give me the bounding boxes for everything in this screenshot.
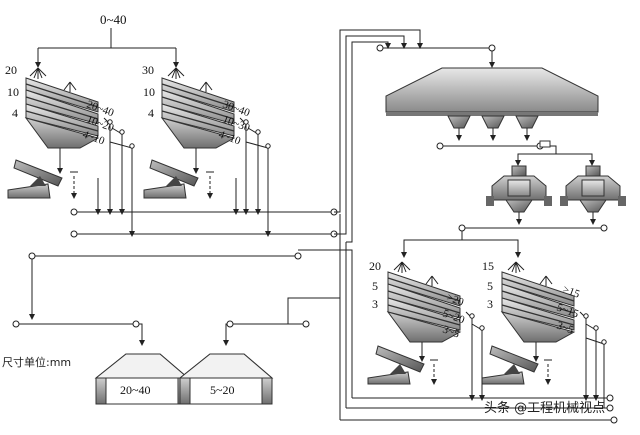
screen1-size-mid: 10 bbox=[7, 85, 19, 99]
screen3-output-1: >20 bbox=[445, 292, 466, 309]
vibrating-screen-2: 30 10 4 30~40 10~30 4~10 bbox=[142, 63, 252, 199]
screen3-size-mid: 5 bbox=[372, 279, 378, 293]
screen4-output-1: >15 bbox=[561, 284, 582, 301]
screen2-size-top: 30 bbox=[142, 63, 154, 77]
crusher-2 bbox=[560, 165, 626, 213]
silo-outlets bbox=[447, 115, 539, 141]
classifier-2 bbox=[143, 159, 214, 199]
screen3-size-top: 20 bbox=[369, 259, 381, 273]
feed-spray-icon bbox=[167, 67, 213, 92]
crusher-discharge-lines bbox=[401, 212, 608, 258]
feed-split-lines bbox=[35, 28, 179, 68]
conveyor-to-crushers bbox=[436, 140, 595, 166]
return-conveyor-loop bbox=[334, 29, 496, 243]
screen1-size-bottom: 4 bbox=[12, 106, 18, 120]
stockpile-left-label: 20~40 bbox=[120, 383, 151, 397]
conveyor-lower bbox=[28, 252, 302, 320]
vibrating-screen-3: 20 5 3 >20 5~20 3~5 bbox=[367, 259, 467, 385]
screen2-size-bottom: 4 bbox=[148, 106, 154, 120]
cone-crusher-silo bbox=[385, 67, 599, 141]
classifier-1 bbox=[7, 159, 78, 199]
conveyor-upper bbox=[70, 178, 338, 216]
classifier-4 bbox=[481, 345, 552, 385]
feed-spray-icon bbox=[29, 67, 77, 92]
unit-note: 尺寸单位:mm bbox=[2, 355, 71, 369]
screen1-size-top: 20 bbox=[5, 63, 17, 77]
screen3-size-bottom: 3 bbox=[372, 297, 378, 311]
screen4-size-bottom: 3 bbox=[487, 297, 493, 311]
feed-spray-icon bbox=[507, 261, 553, 286]
crusher-1 bbox=[486, 165, 552, 213]
classifier-3 bbox=[367, 345, 438, 385]
vibrating-screen-1: 20 10 4 20~40 10~20 4~10 bbox=[5, 63, 116, 199]
screen2-size-mid: 10 bbox=[143, 85, 155, 99]
screen4-size-mid: 5 bbox=[487, 279, 493, 293]
screen4-size-top: 15 bbox=[482, 259, 494, 273]
vibrating-screen-4: 15 5 3 >15 5~15 3~5 bbox=[481, 259, 582, 385]
lower-right-lines bbox=[298, 214, 618, 424]
stockpile-conveyors bbox=[12, 297, 341, 420]
stockpile-right-label: 5~20 bbox=[210, 383, 235, 397]
screen4-output-3: 3~5 bbox=[555, 320, 576, 337]
screen3-output-3: 3~5 bbox=[441, 324, 462, 341]
feed-spray-icon bbox=[393, 261, 439, 286]
feed-size-label: 0~40 bbox=[100, 12, 127, 27]
watermark: 头条 @工程机械视点 bbox=[484, 400, 605, 416]
conveyor-middle bbox=[70, 230, 338, 238]
stockpile-shed-left: 20~40 bbox=[94, 353, 190, 405]
screen-output-lines bbox=[103, 117, 271, 232]
stockpile-shed-right: 5~20 bbox=[178, 353, 274, 405]
